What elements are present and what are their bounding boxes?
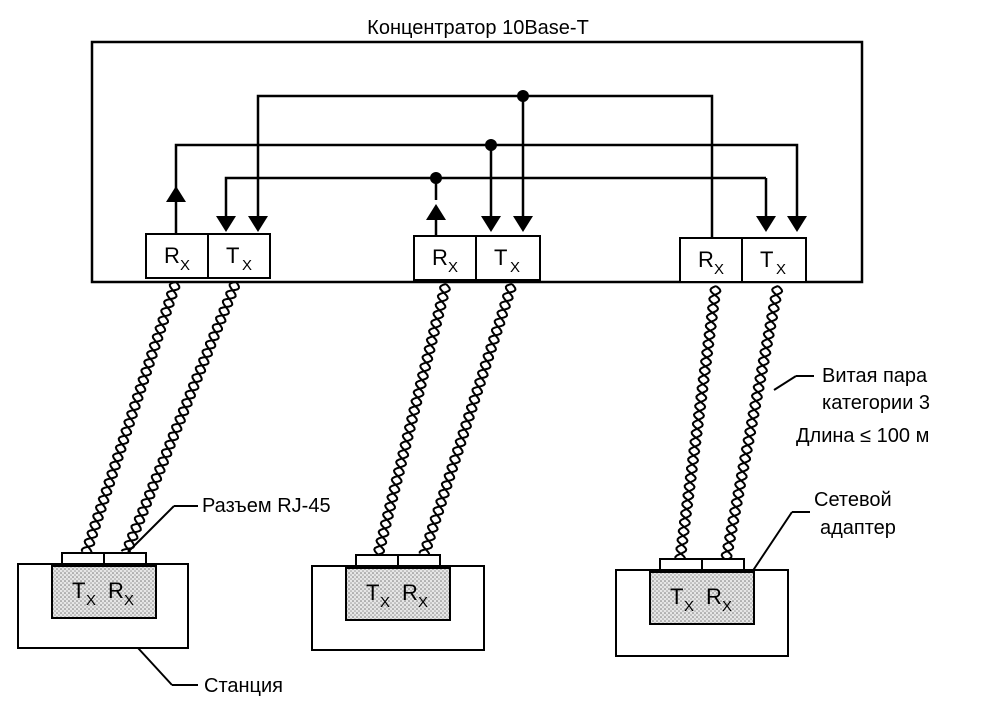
- tx-port: [207, 233, 271, 279]
- rj45-connector: [355, 554, 399, 567]
- hub-enclosure: [90, 40, 864, 284]
- tx-port: [475, 235, 541, 281]
- rx-port: [413, 235, 477, 281]
- svg-text:R: R: [108, 578, 124, 603]
- station-label: Станция: [204, 675, 283, 697]
- svg-text:T: T: [366, 580, 379, 605]
- rx-port: [679, 237, 743, 283]
- network-adapter: [649, 571, 755, 625]
- cable-type-label: Витая пара: [822, 365, 928, 387]
- twisted-pair-strand: [675, 285, 722, 560]
- svg-text:X: X: [180, 257, 190, 274]
- svg-text:X: X: [242, 257, 252, 274]
- twisted-pair-strand: [674, 285, 721, 559]
- rj45-connector: [61, 552, 105, 565]
- rx-port: [145, 233, 209, 279]
- twisted-pair-strand: [375, 283, 451, 556]
- svg-text:X: X: [380, 594, 390, 611]
- tx-port: [741, 237, 807, 283]
- cable-category-label: категории 3: [822, 392, 930, 414]
- svg-text:R: R: [698, 247, 714, 272]
- svg-text:X: X: [684, 598, 694, 615]
- twisted-pair-strand: [373, 283, 449, 556]
- rj45-connector: [659, 558, 703, 571]
- hub-title: Концентратор 10Base-T: [367, 17, 589, 39]
- svg-text:X: X: [714, 261, 724, 278]
- svg-text:R: R: [402, 580, 418, 605]
- connector-label: Разъем RJ-45: [202, 495, 331, 517]
- svg-text:R: R: [432, 245, 448, 270]
- network-adapter: [51, 565, 157, 619]
- svg-text:T: T: [72, 578, 85, 603]
- svg-text:T: T: [670, 584, 683, 609]
- adapter-label-line2: адаптер: [820, 517, 896, 539]
- svg-text:X: X: [448, 259, 458, 276]
- twisted-pair-strand: [720, 285, 782, 560]
- twisted-pair-strand: [722, 285, 784, 561]
- svg-text:R: R: [706, 584, 722, 609]
- rj45-connector: [701, 558, 745, 571]
- hub-internal-wiring: [166, 90, 807, 238]
- svg-text:X: X: [722, 598, 732, 615]
- twisted-pair-strand: [80, 281, 181, 553]
- svg-text:X: X: [418, 594, 428, 611]
- svg-text:T: T: [760, 247, 773, 272]
- svg-text:X: X: [510, 259, 520, 276]
- rj45-connector: [103, 552, 147, 565]
- twisted-pair-strand: [123, 281, 240, 555]
- rj45-connector: [397, 554, 441, 567]
- svg-text:X: X: [124, 592, 134, 609]
- svg-text:X: X: [86, 592, 96, 609]
- twisted-pair-strand: [421, 283, 514, 558]
- adapter-label-line1: Сетевой: [814, 489, 892, 511]
- twisted-pair-cables: [80, 281, 784, 561]
- twisted-pair-strand: [83, 281, 178, 556]
- network-adapter: [345, 567, 451, 621]
- cable-length-label: Длина ≤ 100 м: [796, 425, 929, 447]
- svg-text:X: X: [776, 261, 786, 278]
- twisted-pair-strand: [418, 283, 517, 554]
- svg-text:T: T: [226, 243, 239, 268]
- svg-text:T: T: [494, 245, 507, 270]
- twisted-pair-strand: [120, 281, 237, 552]
- svg-text:R: R: [164, 243, 180, 268]
